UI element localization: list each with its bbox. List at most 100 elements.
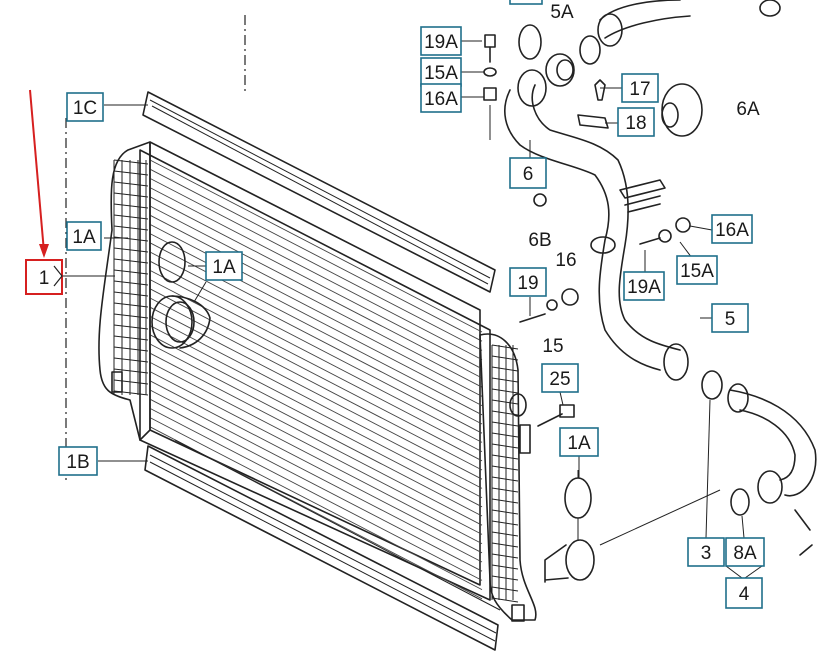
hardware-fasteners xyxy=(483,34,691,427)
fin-line xyxy=(149,380,483,554)
highlight-box xyxy=(25,259,63,295)
fin-line xyxy=(149,297,483,471)
fin-line xyxy=(149,187,483,360)
tank-grid-line xyxy=(113,280,149,286)
fin-line xyxy=(149,325,483,498)
tank-grid-line xyxy=(113,291,149,297)
intercooler-radiator xyxy=(98,141,595,622)
label-8A: 8A xyxy=(733,543,757,564)
tank-grid-line xyxy=(113,324,149,330)
label-5: 5 xyxy=(725,309,736,330)
label-25: 25 xyxy=(549,369,570,390)
label-15: 15 xyxy=(542,336,563,357)
label-1A: 1A xyxy=(72,227,96,248)
fin-line xyxy=(149,279,483,452)
label-1B: 1B xyxy=(66,452,89,473)
tank-grid-line xyxy=(491,531,519,537)
fin-line xyxy=(149,389,483,563)
label-3: 3 xyxy=(701,543,712,564)
tank-grid-line xyxy=(491,498,519,504)
tank-grid-line xyxy=(491,520,519,526)
fin-line xyxy=(149,398,483,572)
label-19A: 19A xyxy=(627,277,661,298)
red-arrow xyxy=(29,89,45,253)
tank-grid-line xyxy=(491,454,519,460)
label-6A: 6A xyxy=(736,99,760,120)
callout-labels: 1C 1A 1A 1 1B 19A 15A 16A 5A 17 18 6A 6 … xyxy=(25,0,765,609)
label-16: 16 xyxy=(555,250,576,271)
tank-grid-line xyxy=(113,258,149,264)
tank-grid-line xyxy=(491,432,519,438)
tank-grid-line xyxy=(491,564,519,570)
tank-grid-line xyxy=(491,476,519,482)
fin-line xyxy=(149,371,483,544)
fin-line xyxy=(149,343,483,517)
fin-line xyxy=(149,352,483,526)
label-18: 18 xyxy=(625,113,646,134)
fin-line xyxy=(149,417,483,590)
fin-line xyxy=(149,242,483,416)
tank-grid-line xyxy=(491,575,519,581)
tank-grid-line xyxy=(113,379,149,385)
tank-grid-line xyxy=(113,368,149,374)
tank-grid-line xyxy=(491,388,519,394)
tank-grid-line xyxy=(113,159,149,165)
tank-grid-line xyxy=(113,357,149,363)
fin-line xyxy=(149,316,483,489)
tank-grid-line xyxy=(491,586,519,592)
tank-grid-line xyxy=(113,203,149,209)
tank-grid-line xyxy=(113,181,149,187)
label-6B: 6B xyxy=(528,230,551,251)
fin-line xyxy=(149,214,483,388)
label-15A: 15A xyxy=(680,261,714,282)
fin-line xyxy=(149,362,483,535)
fin-line xyxy=(149,168,483,342)
tank-grid-line xyxy=(491,542,519,548)
fin-line xyxy=(149,288,483,462)
outlet-nozzle-right xyxy=(565,539,595,581)
tank-grid-line xyxy=(113,170,149,176)
tank-grid-line xyxy=(113,346,149,352)
tank-grid-line xyxy=(491,377,519,383)
red-arrowhead xyxy=(39,244,49,258)
tank-grid-line xyxy=(491,465,519,471)
tank-grid-line xyxy=(491,366,519,372)
tank-grid-line xyxy=(113,269,149,275)
charge-air-pipe-upper xyxy=(504,0,817,556)
leader-lines xyxy=(62,40,763,579)
tank-grid-line xyxy=(491,399,519,405)
tank-grid-line xyxy=(113,214,149,220)
label-19A: 19A xyxy=(424,32,458,53)
tank-grid-line xyxy=(491,509,519,515)
fin-line xyxy=(149,205,483,379)
tank-grid-line xyxy=(491,344,519,350)
fin-line xyxy=(149,306,483,480)
tank-grid-line xyxy=(113,247,149,253)
tank-grid-line xyxy=(113,335,149,341)
end-tank-grid xyxy=(113,159,519,603)
fin-line xyxy=(149,196,483,370)
label-4: 4 xyxy=(739,584,750,605)
fin-line xyxy=(149,159,483,333)
label-5A: 5A xyxy=(550,2,574,23)
fin-line xyxy=(149,334,483,508)
fin-line xyxy=(149,408,483,581)
label-15A: 15A xyxy=(424,63,458,84)
fin-line xyxy=(149,270,483,443)
label-16A: 16A xyxy=(424,89,458,110)
air-guide-bottom xyxy=(144,439,501,651)
tank-grid-line xyxy=(491,597,519,603)
tank-grid-line xyxy=(491,487,519,493)
fin-line xyxy=(149,260,483,434)
air-guide-top xyxy=(142,91,496,293)
label-1: 1 xyxy=(39,268,50,289)
label-1A: 1A xyxy=(567,433,591,454)
tank-grid-line xyxy=(491,443,519,449)
label-17: 17 xyxy=(629,79,650,100)
fin-line xyxy=(149,178,483,351)
label-16A: 16A xyxy=(715,220,749,241)
tank-grid-line xyxy=(113,302,149,308)
label-1A: 1A xyxy=(212,257,236,278)
tank-grid-line xyxy=(113,192,149,198)
